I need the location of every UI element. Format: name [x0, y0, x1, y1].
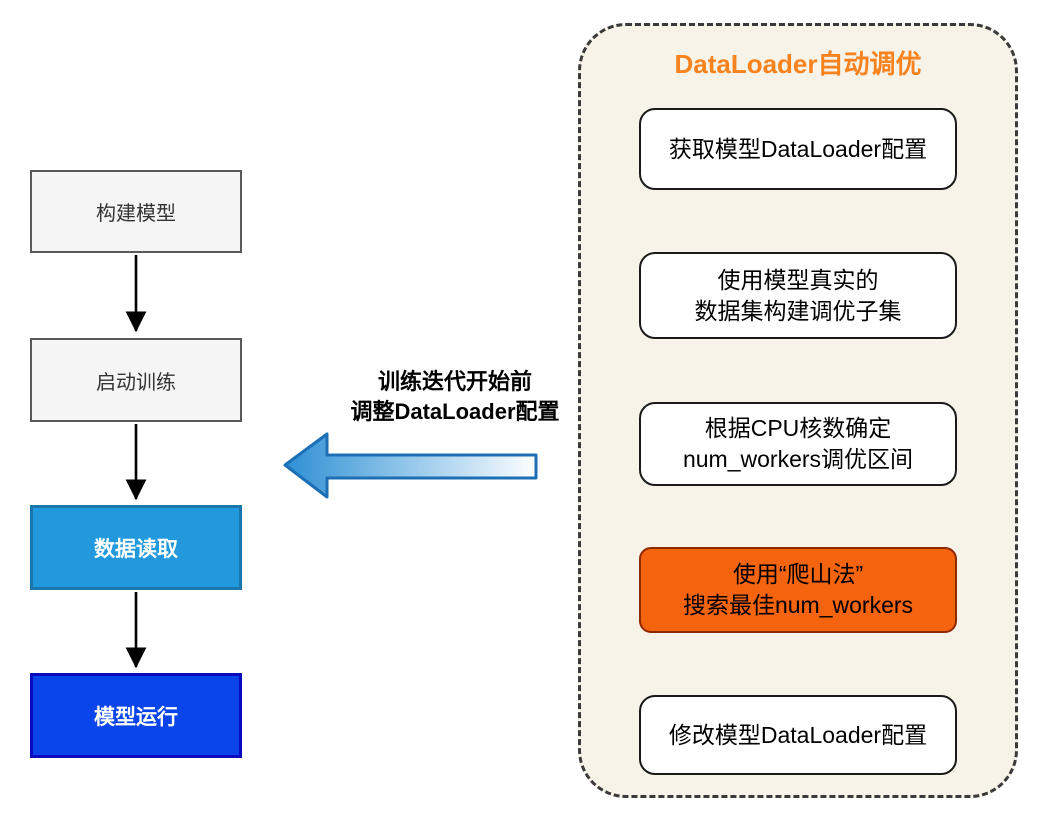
connector-label-line2: 调整DataLoader配置 — [350, 399, 560, 424]
panel-step-get-config: 获取模型DataLoader配置 — [639, 108, 957, 190]
panel-title: DataLoader自动调优 — [674, 49, 922, 79]
flow-step-data-read: 数据读取 — [30, 505, 242, 590]
panel-step-line: 修改模型DataLoader配置 — [668, 721, 928, 748]
panel-step-line: 获取模型DataLoader配置 — [668, 135, 928, 162]
flow-step-build-model: 构建模型 — [30, 170, 242, 253]
flow-step-label: 构建模型 — [96, 203, 176, 225]
panel-step-modify-config: 修改模型DataLoader配置 — [639, 695, 957, 775]
panel-step-line: 使用“爬山法” — [732, 561, 864, 587]
flow-step-label: 启动训练 — [96, 371, 176, 394]
panel-step-line: num_workers调优区间 — [682, 446, 914, 472]
flow-step-label: 模型运行 — [94, 705, 178, 729]
panel-step-line: 数据集构建调优子集 — [694, 297, 902, 324]
flow-step-start-training: 启动训练 — [30, 338, 242, 422]
flow-step-model-run: 模型运行 — [30, 673, 242, 758]
connector-label-line1: 训练迭代开始前 — [377, 369, 532, 394]
flow-step-label: 数据读取 — [94, 537, 178, 561]
panel-step-build-subset: 使用模型真实的 数据集构建调优子集 — [639, 252, 957, 339]
panel-step-hill-climb: 使用“爬山法” 搜索最佳num_workers — [639, 547, 957, 633]
panel-step-line: 使用模型真实的 — [717, 266, 879, 293]
left-gradient-arrow — [283, 432, 538, 499]
panel-step-cpu-range: 根据CPU核数确定 num_workers调优区间 — [639, 402, 957, 486]
panel-step-line: 搜索最佳num_workers — [682, 592, 914, 618]
panel-step-line: 根据CPU核数确定 — [704, 415, 892, 441]
connector-label: 训练迭代开始前 调整DataLoader配置 — [325, 367, 585, 427]
